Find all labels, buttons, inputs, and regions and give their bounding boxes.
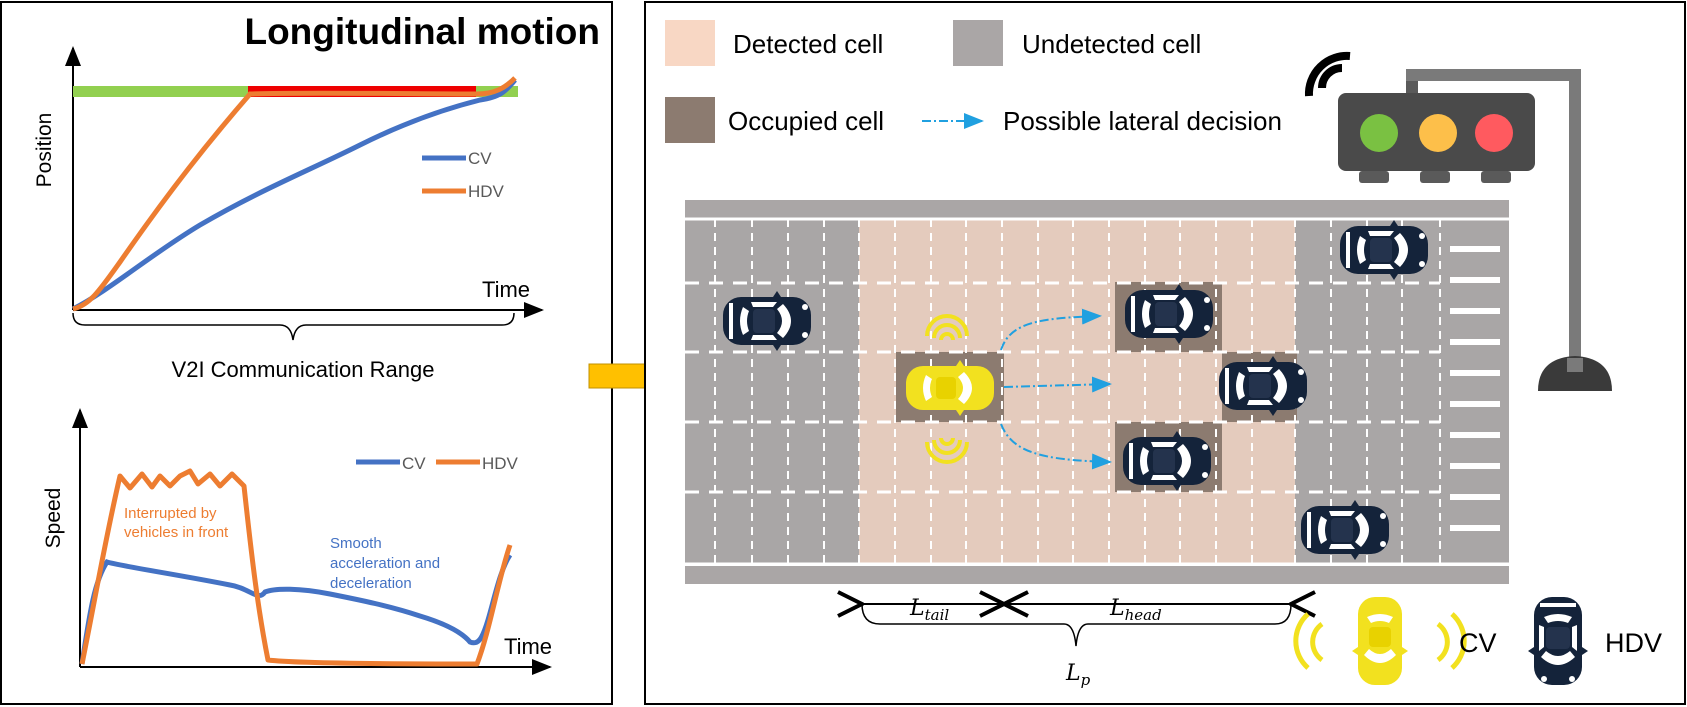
cv-note-line2: acceleration and xyxy=(330,555,440,572)
traffic-light xyxy=(1304,51,1612,391)
cv-legend-label: CV xyxy=(1459,628,1497,658)
legend-undetected: Undetected cell xyxy=(1022,29,1201,59)
v2i-signal-icon xyxy=(1318,64,1343,89)
cv-legend-icon xyxy=(1352,597,1408,685)
range-label: V2I Communication Range xyxy=(172,357,435,382)
speed-legend-hdv: HDV xyxy=(482,454,519,473)
cv-car xyxy=(906,360,994,416)
road-bottom-shoulder xyxy=(685,566,1509,584)
l-p-label: Lp xyxy=(1065,661,1091,689)
cv-note-line3: deceleration xyxy=(330,575,412,592)
range-brace xyxy=(72,312,515,341)
panel-title: Longitudinal motion xyxy=(244,11,600,52)
hdv-car xyxy=(1123,282,1215,346)
occupied-cell-swatch xyxy=(665,97,715,143)
cv-legend-wave xyxy=(1450,612,1467,670)
legend-detected: Detected cell xyxy=(733,29,883,59)
red-lamp xyxy=(1475,114,1513,152)
lateral-arrow-straight xyxy=(1003,376,1112,393)
road-top-shoulder xyxy=(685,200,1509,218)
signal-mount xyxy=(1406,81,1418,95)
crosswalk xyxy=(1450,246,1500,531)
cv-note-line1: Smooth xyxy=(330,535,382,552)
position-cv-line xyxy=(71,78,517,312)
legend-occupied: Occupied cell xyxy=(728,106,884,136)
position-xlabel: Time xyxy=(482,277,530,302)
lateral-arrow-left xyxy=(1000,308,1102,351)
l-tail-label: Ltail xyxy=(909,596,949,624)
left-panel-frame xyxy=(0,1,613,705)
hdv-car xyxy=(1299,498,1391,562)
length-annotations: Ltail Lhead Lp xyxy=(862,596,1291,689)
hdv-car xyxy=(1121,429,1213,493)
green-lamp xyxy=(1360,114,1398,152)
hdv-note-line2: vehicles in front xyxy=(124,524,229,541)
speed-xlabel: Time xyxy=(504,634,552,659)
signal-lamp-head xyxy=(1538,356,1612,391)
hdv-legend-label: HDV xyxy=(1605,628,1662,658)
hdv-car xyxy=(1217,354,1309,418)
speed-ylabel: Speed xyxy=(42,488,65,549)
vehicle-legend: CV HDV xyxy=(1293,595,1662,687)
position-legend-cv: CV xyxy=(468,149,492,168)
signal-visor xyxy=(1481,171,1511,183)
hdv-note-line1: Interrupted by xyxy=(124,505,217,522)
position-legend-hdv: HDV xyxy=(468,182,505,201)
position-chart: Position Time CV HDV V2I Communication R… xyxy=(33,46,544,382)
speed-hdv-line xyxy=(79,468,513,667)
position-hdv-line xyxy=(72,76,517,312)
signal-visor xyxy=(1359,171,1389,183)
hdv-legend-icon xyxy=(1526,595,1590,687)
hdv-car xyxy=(1338,218,1430,282)
yellow-lamp xyxy=(1419,114,1457,152)
legend-lateral: Possible lateral decision xyxy=(1003,106,1282,136)
speed-cv-line xyxy=(79,553,513,665)
signal-green-phase xyxy=(73,86,248,97)
position-ylabel: Position xyxy=(33,113,56,188)
l-head-label: Lhead xyxy=(1109,596,1162,624)
signal-pole-joint xyxy=(1567,358,1583,372)
lane-lines xyxy=(685,281,1440,494)
undetected-cell-swatch xyxy=(953,20,1003,66)
cv-legend-wave xyxy=(1310,621,1324,663)
speed-legend-cv: CV xyxy=(402,454,426,473)
signal-arm xyxy=(1406,69,1579,81)
l-p-brace xyxy=(861,603,1292,647)
hdv-car xyxy=(721,289,813,353)
v2i-signal-arc xyxy=(1304,51,1351,97)
speed-chart: Speed Time CV HDV Interrupted by vehicle… xyxy=(42,408,552,675)
signal-visor xyxy=(1420,171,1450,183)
cv-legend-wave xyxy=(1436,621,1450,663)
detected-cell-swatch xyxy=(665,20,715,66)
signal-pole xyxy=(1569,69,1581,391)
cv-legend-wave xyxy=(1293,612,1310,670)
